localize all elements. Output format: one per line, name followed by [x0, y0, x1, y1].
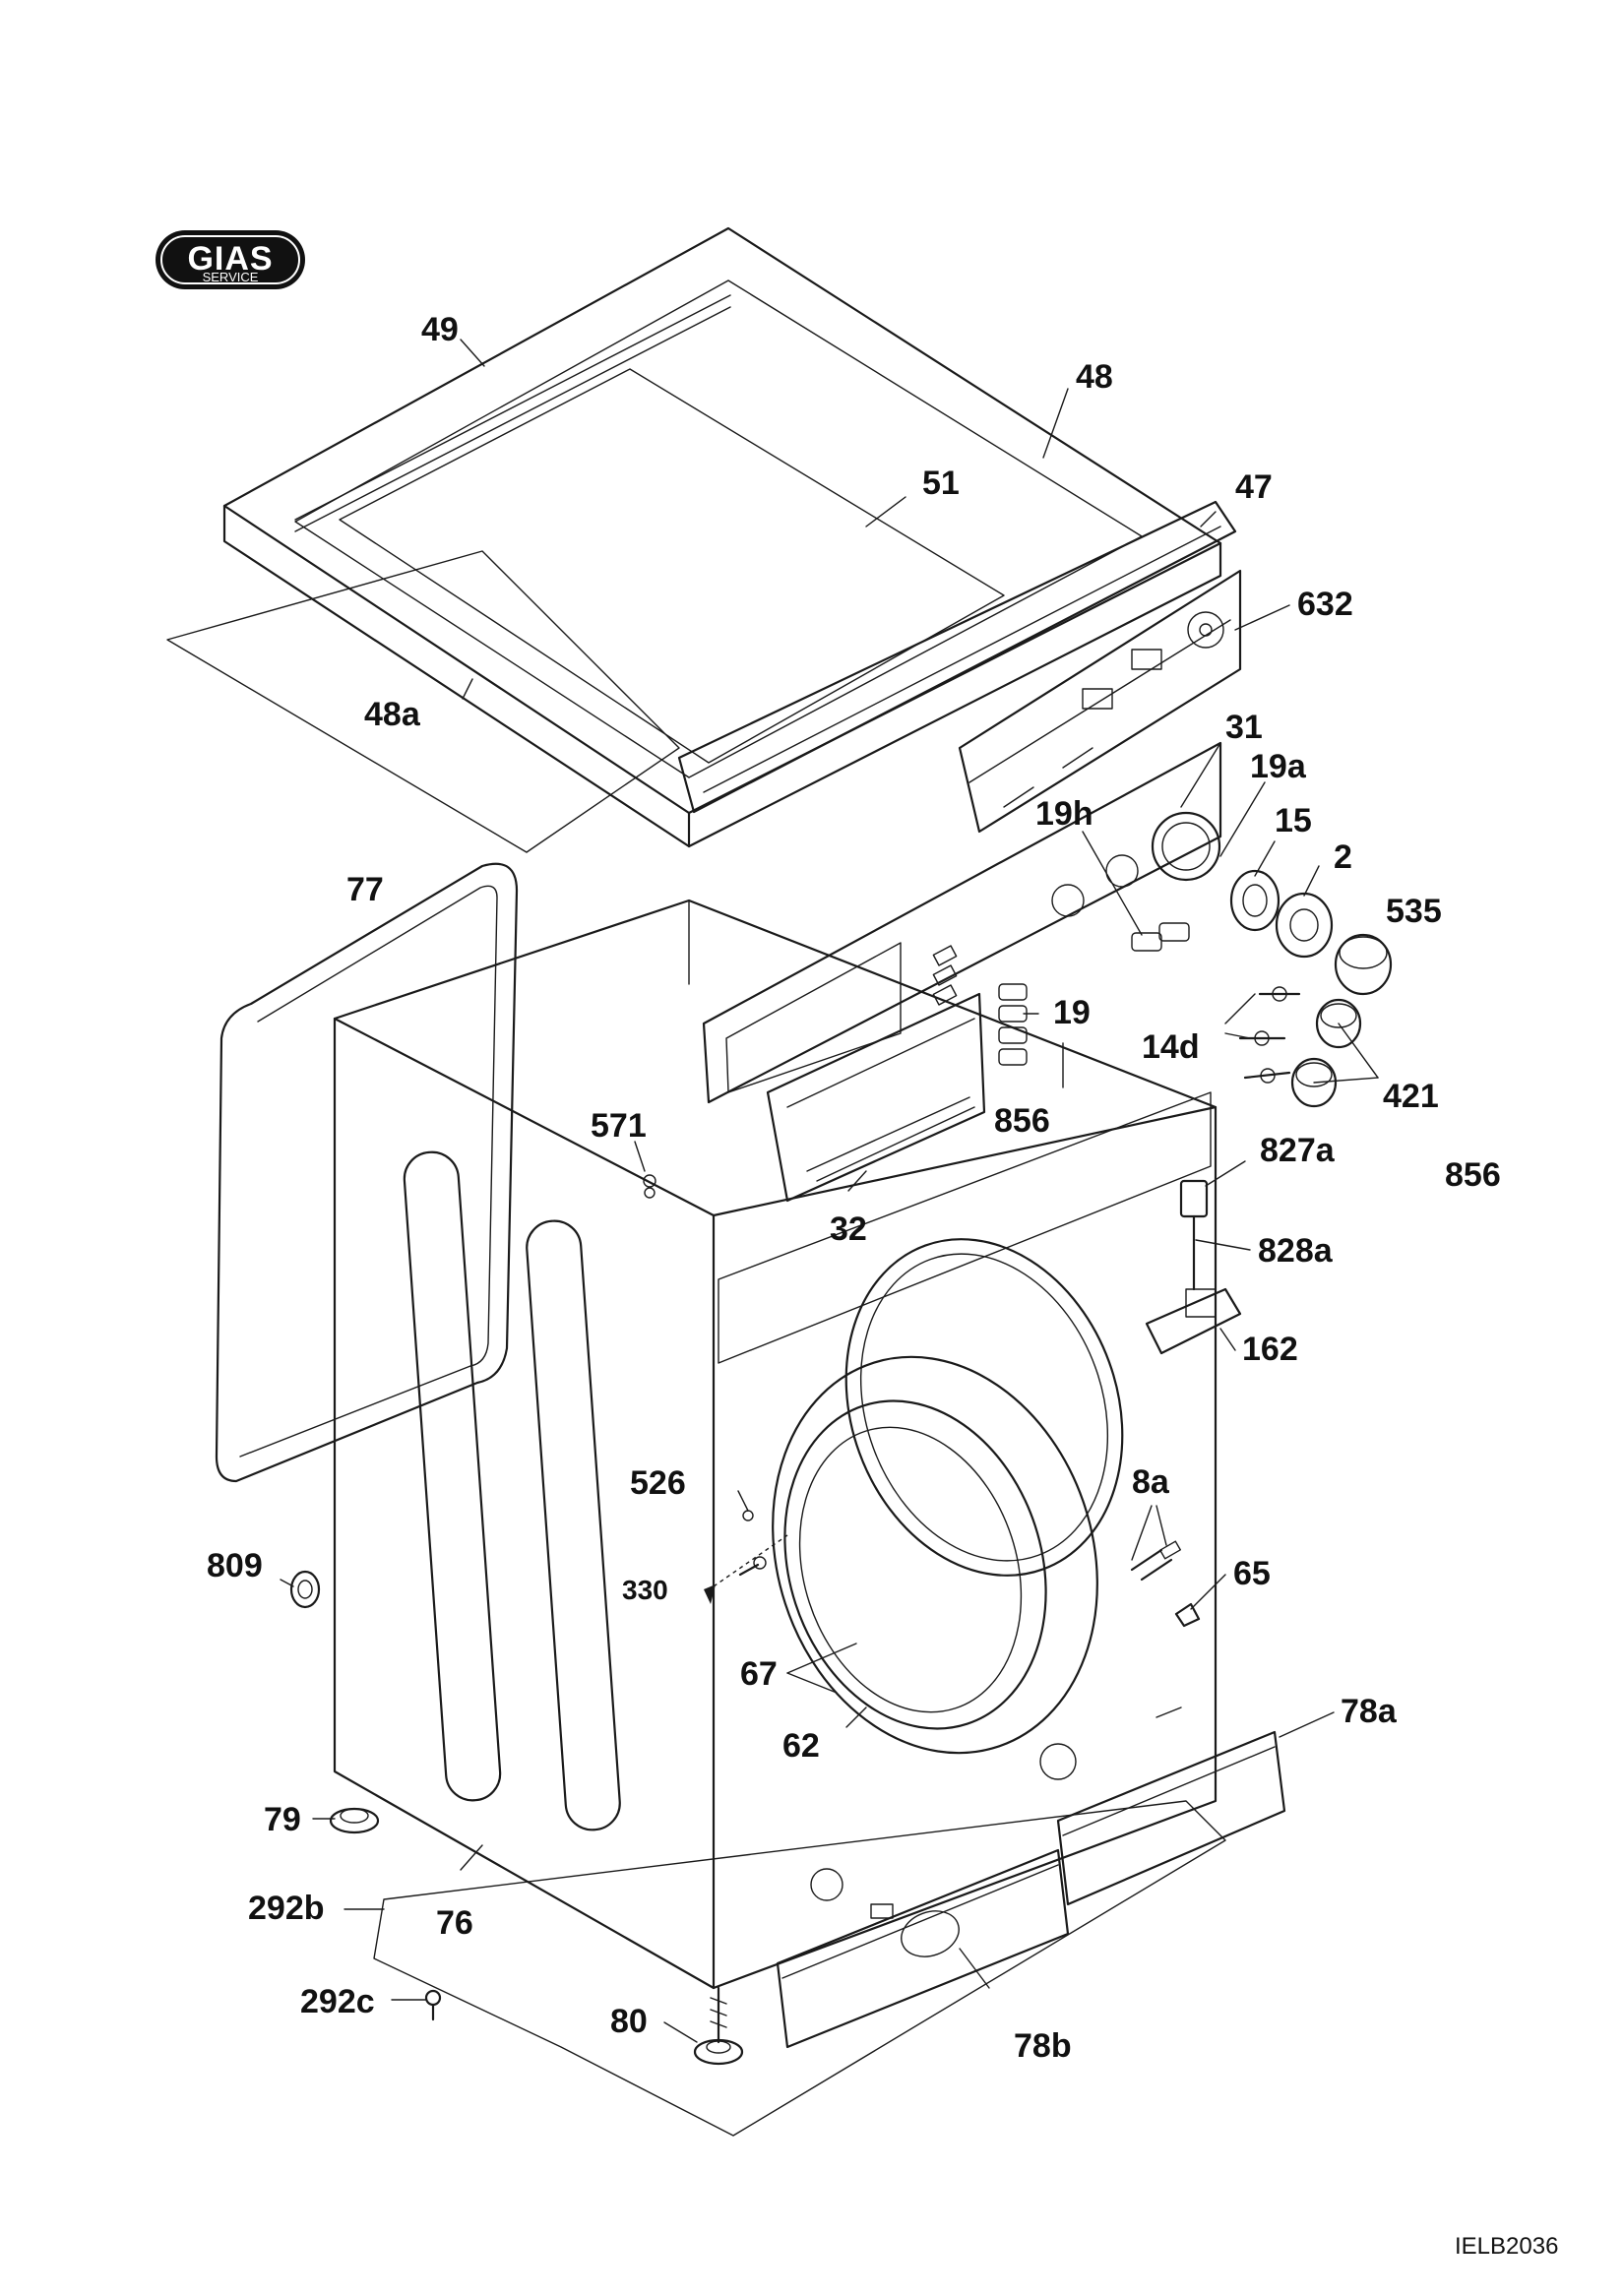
rear-frame	[215, 862, 519, 1483]
door	[772, 1355, 1098, 1755]
label-67: 67	[740, 1655, 778, 1693]
label-47: 47	[1235, 468, 1273, 506]
label-32: 32	[830, 1210, 867, 1248]
label-162: 162	[1242, 1331, 1298, 1368]
label-8a: 8a	[1132, 1463, 1170, 1501]
label-809: 809	[207, 1547, 263, 1584]
shafts-14d	[1238, 986, 1301, 1084]
drawing-code: IELB2036	[1455, 2233, 1558, 2260]
grommet-526	[742, 1510, 754, 1521]
label-571: 571	[591, 1107, 647, 1145]
plug-809	[289, 1570, 321, 1609]
leader-lines	[280, 339, 1379, 2043]
label-856-standalone: 856	[1445, 1156, 1501, 1194]
door-lock-assembly	[1145, 1179, 1242, 1355]
push-buttons	[998, 922, 1190, 1066]
base-plate	[373, 1800, 1226, 2137]
label-827a: 827a	[1260, 1132, 1336, 1169]
label-632: 632	[1297, 586, 1353, 623]
label-14d: 14d	[1142, 1028, 1200, 1066]
label-330: 330	[622, 1575, 668, 1605]
label-292b: 292b	[248, 1890, 325, 1927]
label-48a: 48a	[364, 696, 421, 733]
control-panel	[702, 741, 1222, 1104]
detergent-drawer	[766, 992, 986, 1203]
control-board	[958, 569, 1242, 834]
cabinet	[333, 899, 1218, 1990]
label-526: 526	[630, 1464, 686, 1502]
label-62: 62	[782, 1727, 820, 1765]
label-48: 48	[1076, 358, 1113, 396]
knob-535	[1334, 933, 1393, 996]
front-top-trim	[677, 500, 1237, 814]
label-51: 51	[922, 465, 960, 502]
label-828a: 828a	[1258, 1232, 1334, 1270]
label-31: 31	[1225, 709, 1263, 746]
clip-571	[643, 1174, 656, 1199]
logo-sub: SERVICE	[203, 270, 259, 284]
inner-top-panel	[166, 550, 680, 853]
foot-79	[329, 1807, 380, 1834]
kick-panel-78b	[776, 1848, 1070, 2049]
label-2: 2	[1334, 838, 1352, 876]
label-49: 49	[421, 311, 459, 348]
label-19: 19	[1053, 994, 1091, 1031]
label-78b: 78b	[1014, 2027, 1072, 2065]
logo-brand: GIAS	[187, 240, 273, 278]
drum-opening	[844, 1238, 1124, 1577]
label-421: 421	[1383, 1078, 1439, 1115]
screw-330	[704, 1556, 767, 1604]
label-78a: 78a	[1341, 1693, 1398, 1730]
label-19a: 19a	[1250, 748, 1307, 785]
label-80: 80	[610, 2003, 648, 2040]
gias-service-logo: GIAS SERVICE	[156, 230, 305, 289]
knob-2	[1275, 892, 1334, 959]
label-19h: 19h	[1035, 795, 1093, 833]
label-65: 65	[1233, 1555, 1271, 1592]
label-79: 79	[264, 1801, 301, 1838]
kick-panel-78a	[1039, 1706, 1286, 1906]
label-15: 15	[1275, 802, 1312, 839]
label-535: 535	[1386, 893, 1442, 930]
hinge-pins-8a	[1130, 1540, 1181, 1582]
screw-292c	[424, 1989, 442, 2021]
knobs-421	[1290, 998, 1362, 1108]
label-77: 77	[346, 871, 384, 908]
foot-80	[693, 1986, 744, 2066]
label-292c: 292c	[300, 1983, 375, 2020]
label-856-panel: 856	[994, 1102, 1050, 1140]
label-76: 76	[436, 1904, 473, 1942]
part-labels: 49 48 51 47 632 48a 31 19a 15 19h 2 535 …	[207, 311, 1501, 2065]
top-cover	[222, 226, 1222, 848]
knob-15	[1229, 869, 1280, 932]
catch-65	[1174, 1602, 1201, 1628]
